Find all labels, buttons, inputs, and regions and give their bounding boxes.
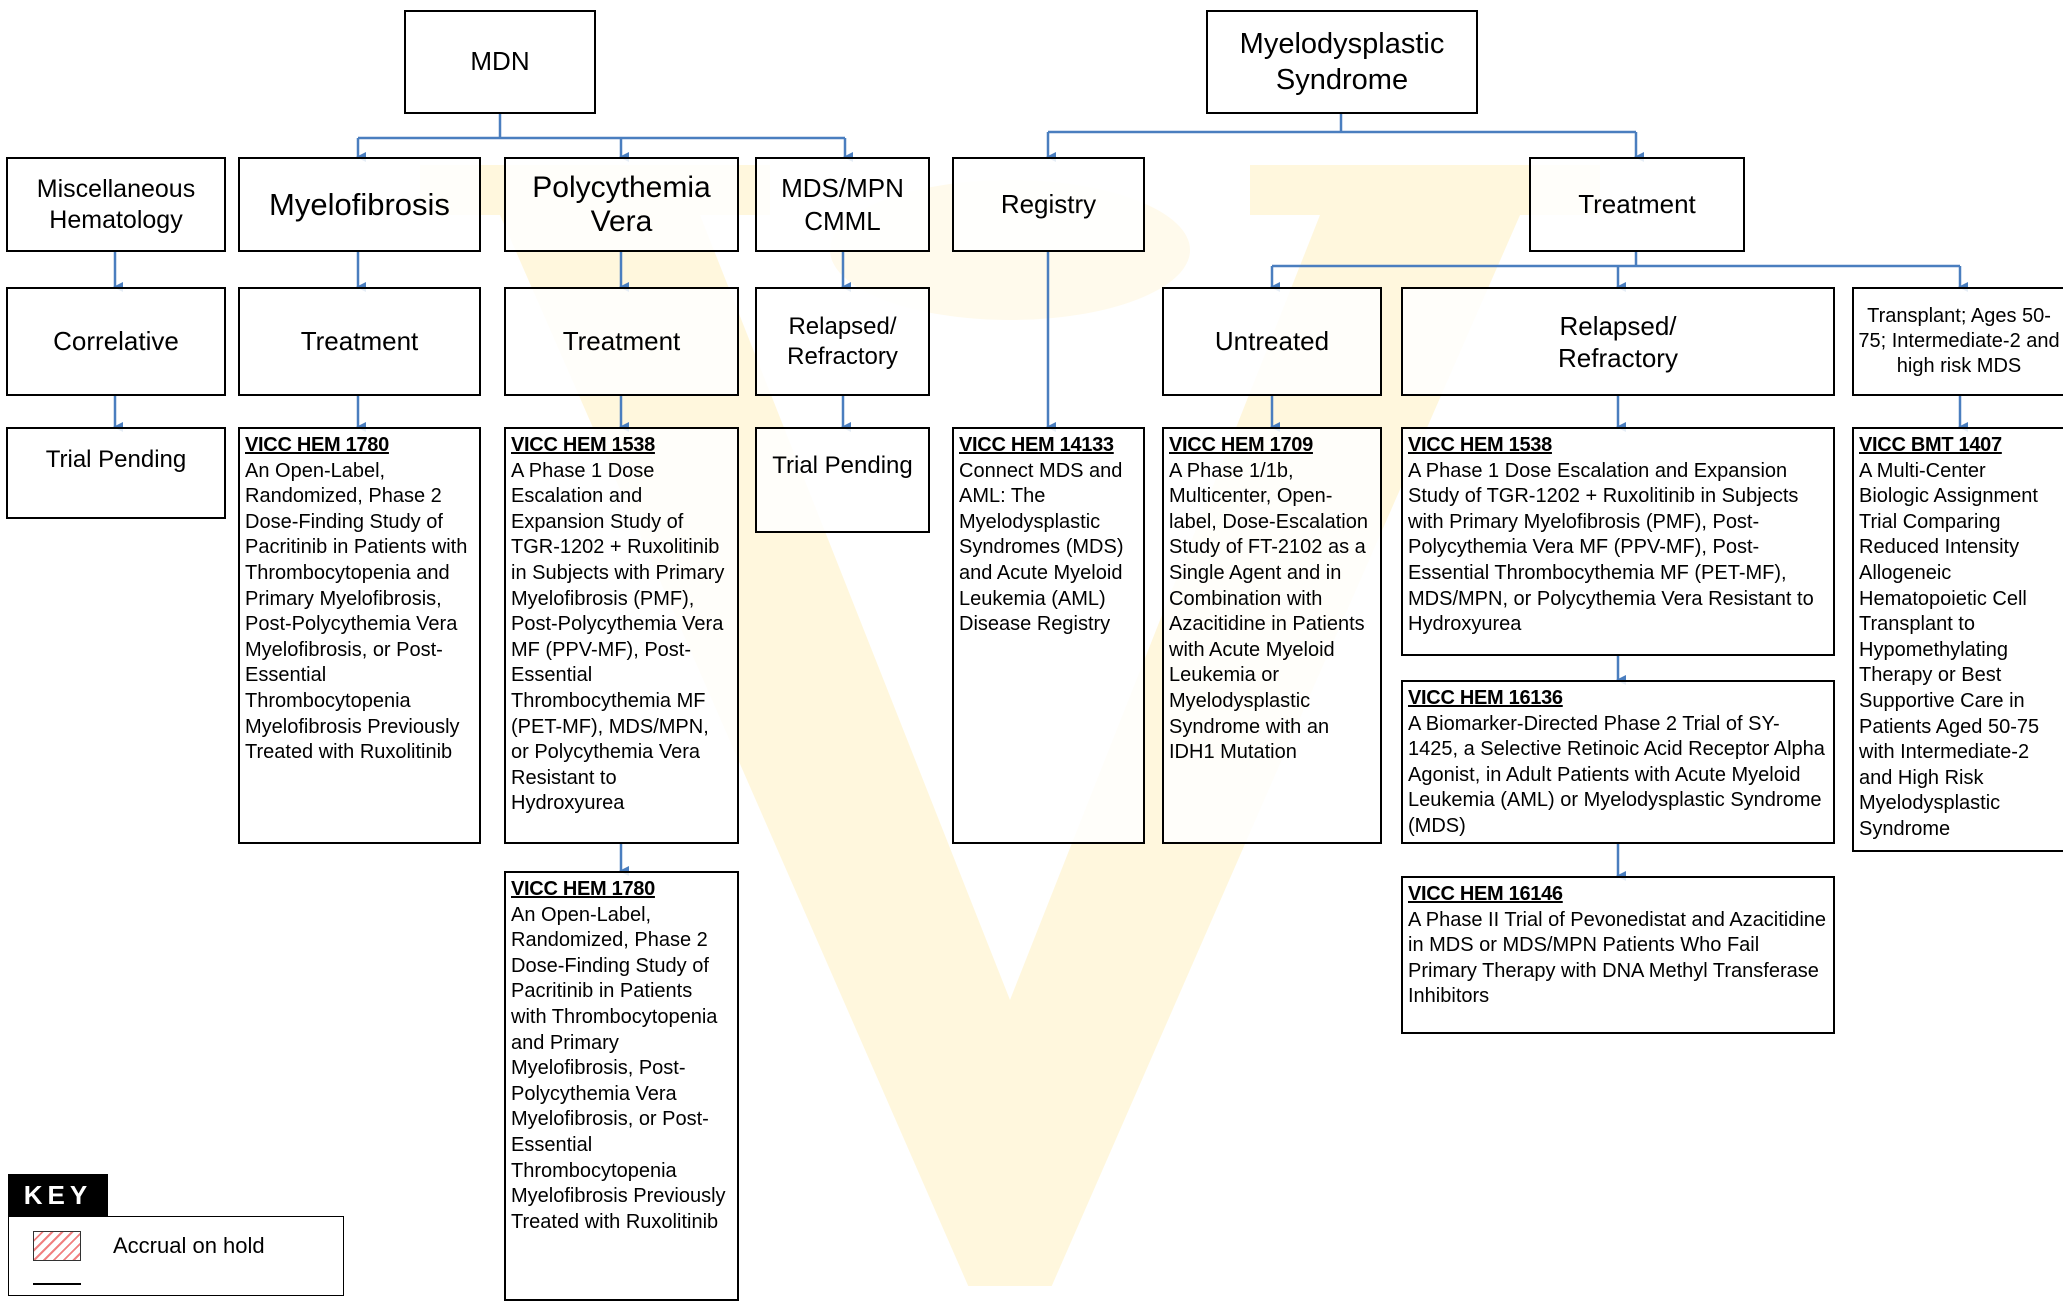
transplant-label: Transplant; Ages 50-75; Intermediate-2 a…: [1858, 305, 2060, 377]
pv-treatment-box: Treatment: [504, 287, 739, 396]
trial-id[interactable]: VICC HEM 1709: [1169, 434, 1313, 456]
trial-card-registry-14133[interactable]: VICC HEM 14133 Connect MDS and AML: The …: [952, 427, 1145, 844]
trial-id[interactable]: VICC HEM 14133: [959, 434, 1114, 456]
mdsmpn-relapsed-box: Relapsed/ Refractory: [755, 287, 930, 396]
trial-title: A Phase 1/1b, Multicenter, Open-label, D…: [1169, 459, 1368, 764]
legend-swatch-partial: [33, 1283, 81, 1303]
misc-hematology-box: Miscellaneous Hematology: [6, 157, 226, 252]
mds-treatment-label: Treatment: [1578, 188, 1696, 219]
legend-box: Accrual on hold: [8, 1216, 344, 1296]
trial-card-rr-16146[interactable]: VICC HEM 16146 A Phase II Trial of Pevon…: [1401, 876, 1835, 1034]
mds-relapsed-label: Relapsed/ Refractory: [1558, 310, 1678, 373]
trial-id[interactable]: VICC HEM 1780: [511, 878, 655, 900]
correlative-label: Correlative: [53, 325, 179, 356]
accrual-on-hold-label: Accrual on hold: [113, 1233, 265, 1258]
mdsmpn-pending-label: Trial Pending: [772, 452, 913, 479]
mdn-header: MDN: [404, 10, 596, 114]
untreated-label: Untreated: [1214, 325, 1330, 356]
trial-id[interactable]: VICC HEM 16146: [1408, 883, 1563, 905]
mdsmpn-relapsed-label: Relapsed/ Refractory: [787, 312, 898, 370]
registry-box: Registry: [952, 157, 1145, 252]
mds-relapsed-box: Relapsed/ Refractory: [1401, 287, 1835, 396]
mds-mpn-cmml-box: MDS/MPN CMML: [755, 157, 930, 252]
trial-card-rr-1538[interactable]: VICC HEM 1538 A Phase 1 Dose Escalation …: [1401, 427, 1835, 656]
trial-title: An Open-Label, Randomized, Phase 2 Dose-…: [245, 459, 468, 764]
trial-id[interactable]: VICC HEM 1780: [245, 434, 389, 456]
transplant-box: Transplant; Ages 50-75; Intermediate-2 a…: [1852, 287, 2063, 396]
trial-card-bmt-1407[interactable]: VICC BMT 1407 A Multi-Center Biologic As…: [1852, 427, 2063, 852]
trial-card-pv-1780[interactable]: VICC HEM 1780 An Open-Label, Randomized,…: [504, 871, 739, 1301]
myelofibrosis-box: Myelofibrosis: [238, 157, 481, 252]
trial-card-pv-1538[interactable]: VICC HEM 1538 A Phase 1 Dose Escalation …: [504, 427, 739, 844]
mds-header: Myelodysplastic Syndrome: [1206, 10, 1478, 114]
trial-card-rr-16136[interactable]: VICC HEM 16136 A Biomarker-Directed Phas…: [1401, 680, 1835, 844]
trial-title: A Phase 1 Dose Escalation and Expansion …: [1408, 459, 1814, 636]
polycythemia-vera-label: Polycythemia Vera: [532, 170, 711, 238]
trial-title: A Phase II Trial of Pevonedistat and Aza…: [1408, 908, 1827, 1008]
trial-title: A Multi-Center Biologic Assignment Trial…: [1859, 459, 2040, 840]
mdn-header-label: MDN: [470, 46, 530, 77]
trial-id[interactable]: VICC HEM 1538: [1408, 434, 1552, 456]
mds-treatment-box: Treatment: [1529, 157, 1745, 252]
trial-title: An Open-Label, Randomized, Phase 2 Dose-…: [511, 903, 726, 1233]
polycythemia-vera-box: Polycythemia Vera: [504, 157, 739, 252]
myelofibrosis-label: Myelofibrosis: [269, 186, 450, 222]
accrual-on-hold-swatch: [33, 1231, 81, 1261]
trial-title: A Phase 1 Dose Escalation and Expansion …: [511, 459, 725, 815]
trial-title: A Biomarker-Directed Phase 2 Trial of SY…: [1408, 712, 1825, 837]
trial-id[interactable]: VICC HEM 16136: [1408, 687, 1563, 709]
trial-card-untreated-1709[interactable]: VICC HEM 1709 A Phase 1/1b, Multicenter,…: [1162, 427, 1382, 844]
mds-header-label: Myelodysplastic Syndrome: [1239, 28, 1445, 96]
misc-hematology-label: Miscellaneous Hematology: [36, 174, 196, 234]
mf-treatment-box: Treatment: [238, 287, 481, 396]
correlative-box: Correlative: [6, 287, 226, 396]
trial-title: Connect MDS and AML: The Myelodysplastic…: [959, 459, 1124, 636]
trial-card-mf-1780[interactable]: VICC HEM 1780 An Open-Label, Randomized,…: [238, 427, 481, 844]
mds-mpn-cmml-label: MDS/MPN CMML: [781, 172, 904, 236]
pv-treatment-label: Treatment: [562, 325, 681, 356]
correlative-pending-label: Trial Pending: [45, 446, 187, 473]
mf-treatment-label: Treatment: [300, 325, 419, 356]
registry-label: Registry: [1000, 188, 1097, 219]
trial-id[interactable]: VICC HEM 1538: [511, 434, 655, 456]
untreated-box: Untreated: [1162, 287, 1382, 396]
legend-title: KEY: [8, 1174, 108, 1216]
trial-id[interactable]: VICC BMT 1407: [1859, 434, 2002, 456]
mdsmpn-pending-box: Trial Pending: [755, 427, 930, 533]
correlative-pending-box: Trial Pending: [6, 427, 226, 519]
